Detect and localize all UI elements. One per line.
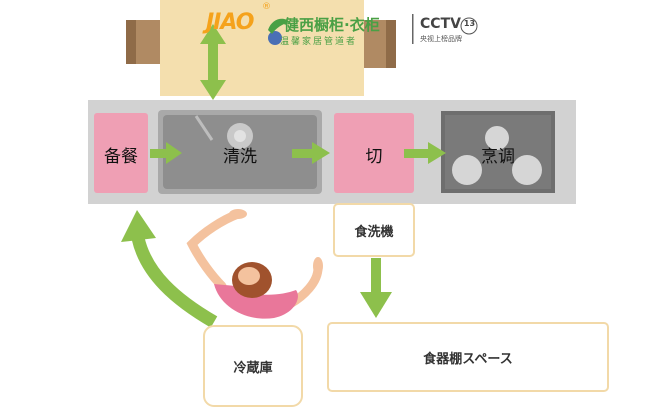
zone-label-prep: 备餐 bbox=[104, 146, 138, 167]
cctv-channel-badge bbox=[460, 17, 478, 35]
cupboard-label: 食器棚スペース bbox=[423, 351, 513, 367]
zone-label-cut: 切 bbox=[365, 146, 383, 167]
sink bbox=[158, 110, 322, 194]
cupboard-box bbox=[327, 322, 609, 392]
arrow-dishwasher-to-cupboard bbox=[360, 258, 392, 318]
zone-label-wash: 清洗 bbox=[223, 146, 257, 167]
person-figure bbox=[186, 209, 323, 319]
person-arm-left bbox=[186, 209, 243, 291]
cctv-subtitle: 央视上榜品牌 bbox=[420, 35, 462, 43]
dining-table bbox=[160, 0, 364, 96]
person-shirt bbox=[214, 284, 298, 319]
burner-left bbox=[452, 155, 482, 185]
arrow-cut-to-stove bbox=[404, 142, 446, 164]
chair-right-back bbox=[386, 20, 396, 68]
chair-left-back bbox=[126, 20, 136, 64]
logo-subtitle: 温馨家居管道者 bbox=[280, 37, 358, 47]
dishwasher-box bbox=[333, 203, 415, 257]
fridge-label: 冷蔵庫 bbox=[233, 360, 273, 376]
cctv-logo: CCTV bbox=[420, 16, 461, 32]
cctv-logo-divider bbox=[412, 14, 414, 44]
burner-top bbox=[485, 126, 509, 150]
fridge-box bbox=[203, 325, 303, 407]
stove bbox=[441, 111, 555, 193]
logo-leaf-icon bbox=[268, 18, 290, 34]
logo-name: 健西橱柜·衣柜 bbox=[284, 16, 380, 34]
arrow-sink-to-cut bbox=[292, 142, 330, 164]
burner-right bbox=[512, 155, 542, 185]
logo-orb-icon bbox=[268, 31, 282, 45]
logo-brand: JIAO bbox=[206, 10, 254, 35]
arrow-fridge-to-prep bbox=[121, 210, 218, 328]
cctv-channel: 13 bbox=[463, 19, 476, 28]
arrow-prep-to-sink bbox=[150, 142, 182, 164]
person-face bbox=[238, 267, 260, 285]
dining-table-group bbox=[126, 0, 396, 96]
faucet bbox=[194, 115, 214, 141]
arrow-table-counter bbox=[200, 24, 226, 100]
brand-logo bbox=[268, 14, 478, 45]
cutting-zone bbox=[334, 113, 414, 193]
prep-zone bbox=[94, 113, 148, 193]
dishwasher-label: 食洗機 bbox=[354, 224, 394, 240]
logo-registered-mark: ® bbox=[262, 2, 271, 12]
zone-label-cook: 烹调 bbox=[481, 146, 515, 167]
